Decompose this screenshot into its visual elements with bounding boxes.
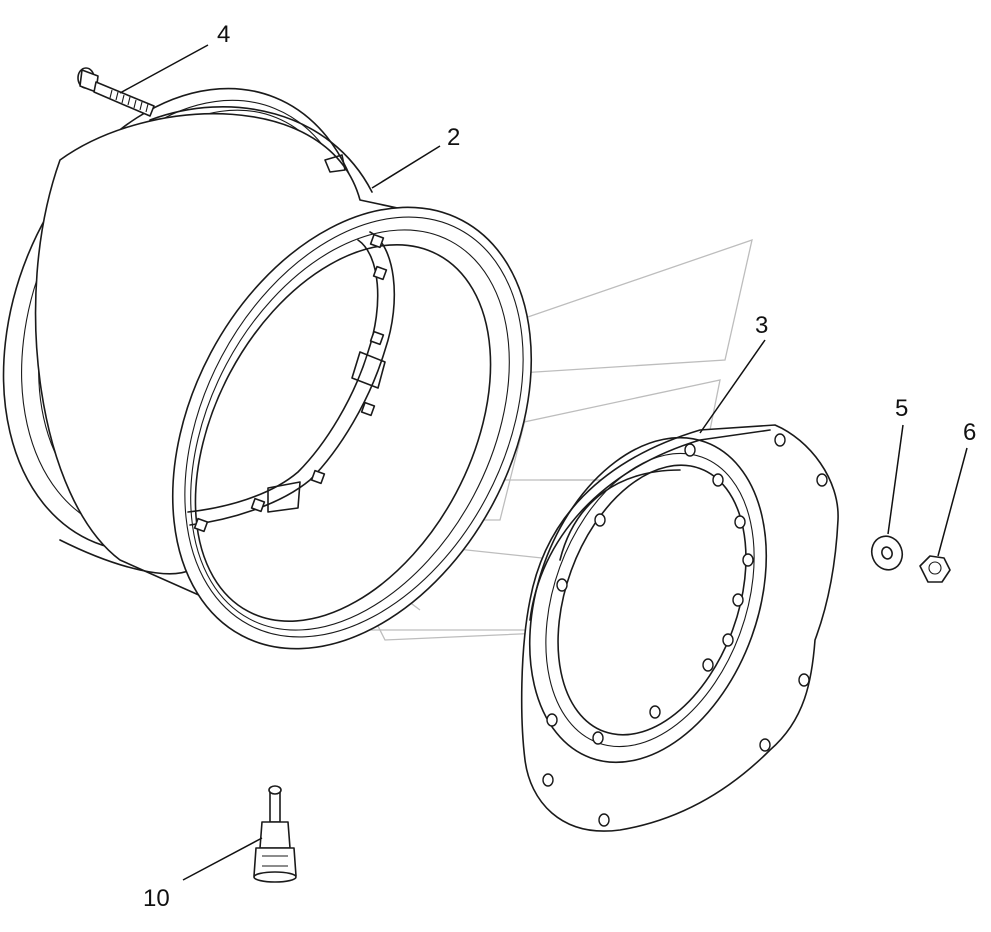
- leader-2: [371, 145, 441, 189]
- callout-4: 4: [217, 21, 230, 48]
- leader-6: [937, 447, 968, 557]
- callout-6: 6: [963, 419, 976, 446]
- leader-5: [887, 424, 904, 535]
- leader-3: [699, 339, 766, 434]
- valve-part-10: [253, 785, 297, 883]
- callout-2: 2: [447, 124, 460, 151]
- callout-10: 10: [143, 885, 170, 912]
- wheel-disc-part-3: [520, 424, 839, 832]
- leader-4: [119, 44, 209, 94]
- leader-lines: [119, 44, 968, 881]
- callout-5: 5: [895, 395, 908, 422]
- washer-part-5: [870, 535, 904, 571]
- callout-3: 3: [755, 312, 768, 339]
- bolt-part-4: [77, 67, 155, 117]
- rim-part-2: [2, 87, 533, 650]
- nut-part-6: [919, 555, 951, 583]
- leader-10: [182, 837, 263, 881]
